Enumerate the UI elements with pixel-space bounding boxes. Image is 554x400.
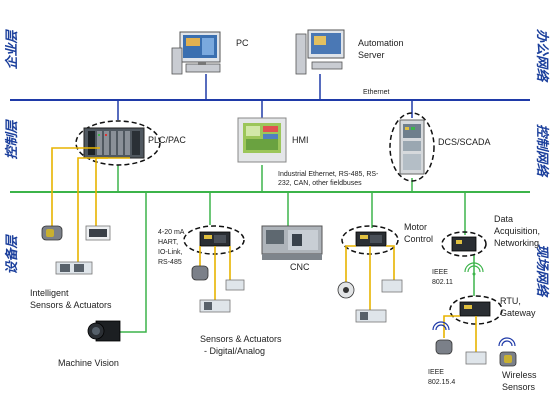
dcs-highlight-ring — [389, 112, 435, 182]
side-label-field-network: 现场网络 — [535, 244, 550, 298]
plc-pac-label: PLC/PAC — [148, 135, 186, 145]
ieee-802154-label-line2: 802.15.4 — [428, 379, 455, 386]
ieee-80211-label-line1: IEEE — [432, 269, 448, 276]
motor-drive — [381, 279, 403, 293]
side-label-device-layer: 设备层 — [4, 234, 19, 275]
analog-io-label-line3: IO-Link, — [158, 249, 183, 256]
intelligent-sensors-label-line2: Sensors & Actuators — [30, 300, 112, 310]
analog-sensor — [191, 265, 209, 281]
wireless-sensors-label-line1: Wireless — [502, 370, 537, 380]
rtu-label-line1: RTU, — [500, 296, 521, 306]
rtu-highlight-ring — [449, 295, 503, 325]
side-label-control-layer: 控制层 — [4, 119, 19, 160]
hmi-label: HMI — [292, 135, 309, 145]
wifi-802-15-4-icon-left — [432, 321, 450, 331]
wireless-sensor — [499, 351, 517, 367]
pc-label: PC — [236, 38, 249, 48]
machine-vision-label: Machine Vision — [58, 358, 119, 368]
motor-control-links — [345, 245, 395, 310]
dcs-scada-label: DCS/SCADA — [438, 137, 491, 147]
ieee-80211-label-line2: 802.11 — [432, 279, 453, 286]
digital-sensor — [225, 279, 245, 291]
intelligent-sensor-2 — [85, 225, 111, 241]
rtu-gateway-module — [459, 301, 491, 317]
wireless-sensors-label-line2: Sensors — [502, 382, 536, 392]
io-module-highlight-ring — [183, 225, 245, 255]
motor-actuator — [355, 309, 387, 323]
intelligent-sensors-label-line1: Intelligent — [30, 288, 69, 298]
data-acq-highlight-ring — [441, 231, 487, 257]
rtu-actuator — [465, 351, 487, 365]
data-acq-label-line3: Networking — [494, 238, 539, 248]
side-labels-right: 办公网络 控制网络 现场网络 — [535, 29, 550, 298]
side-label-enterprise-layer: 企业层 — [4, 29, 19, 70]
analog-io-label-line2: HART, — [158, 239, 178, 246]
cnc-machine — [261, 225, 323, 260]
plc-highlight-ring — [75, 120, 161, 166]
intelligent-sensor-links — [51, 147, 130, 262]
analog-io-label-line4: RS-485 — [158, 259, 182, 266]
io-module — [199, 231, 231, 247]
motor-encoder — [337, 281, 355, 299]
motor-control-label-line2: Control — [404, 234, 433, 244]
motor-control-module — [355, 231, 387, 247]
data-acq-label-line1: Data — [494, 214, 513, 224]
fieldbus-drops — [117, 165, 475, 333]
automation-server — [295, 29, 345, 75]
cnc-label: CNC — [290, 262, 310, 272]
industrial-bus-label-line1: Industrial Ethernet, RS-485, RS- — [278, 171, 379, 178]
analog-io-label-line1: 4-20 mA — [158, 229, 185, 236]
enterprise-drops — [117, 74, 413, 120]
ethernet-label: Ethernet — [363, 89, 390, 96]
machine-vision-camera — [87, 320, 121, 342]
automation-server-label-line2: Server — [358, 50, 385, 60]
side-labels-left: 企业层 控制层 设备层 — [4, 29, 19, 275]
plc-pac-device — [83, 127, 145, 159]
wifi-802-11-icon — [464, 262, 484, 276]
ieee-802154-label-line1: IEEE — [428, 369, 444, 376]
dcs-scada-cabinet — [399, 119, 425, 175]
intelligent-sensor-1 — [41, 225, 63, 241]
pc-workstation — [171, 31, 221, 75]
sensors-actuators-label-line2: - Digital/Analog — [204, 346, 265, 356]
automation-server-label-line1: Automation — [358, 38, 404, 48]
side-label-control-network: 控制网络 — [535, 124, 550, 178]
data-acquisition-module — [451, 236, 477, 252]
industrial-bus-label-line2: 232, CAN, other fieldbuses — [278, 180, 362, 187]
rtu-sensor — [435, 339, 453, 355]
intelligent-actuator — [55, 261, 93, 275]
wifi-802-15-4-icon-right — [498, 337, 516, 347]
data-acq-label-line2: Acquisition, — [494, 226, 540, 236]
hmi-panel — [237, 117, 287, 163]
actuator-module — [199, 299, 231, 313]
motor-control-label-line1: Motor — [404, 222, 427, 232]
rtu-links — [443, 315, 477, 352]
sensors-actuators-label-line1: Sensors & Actuators — [200, 334, 282, 344]
side-label-office-network: 办公网络 — [535, 29, 550, 83]
rtu-label-line2: Gateway — [500, 308, 536, 318]
